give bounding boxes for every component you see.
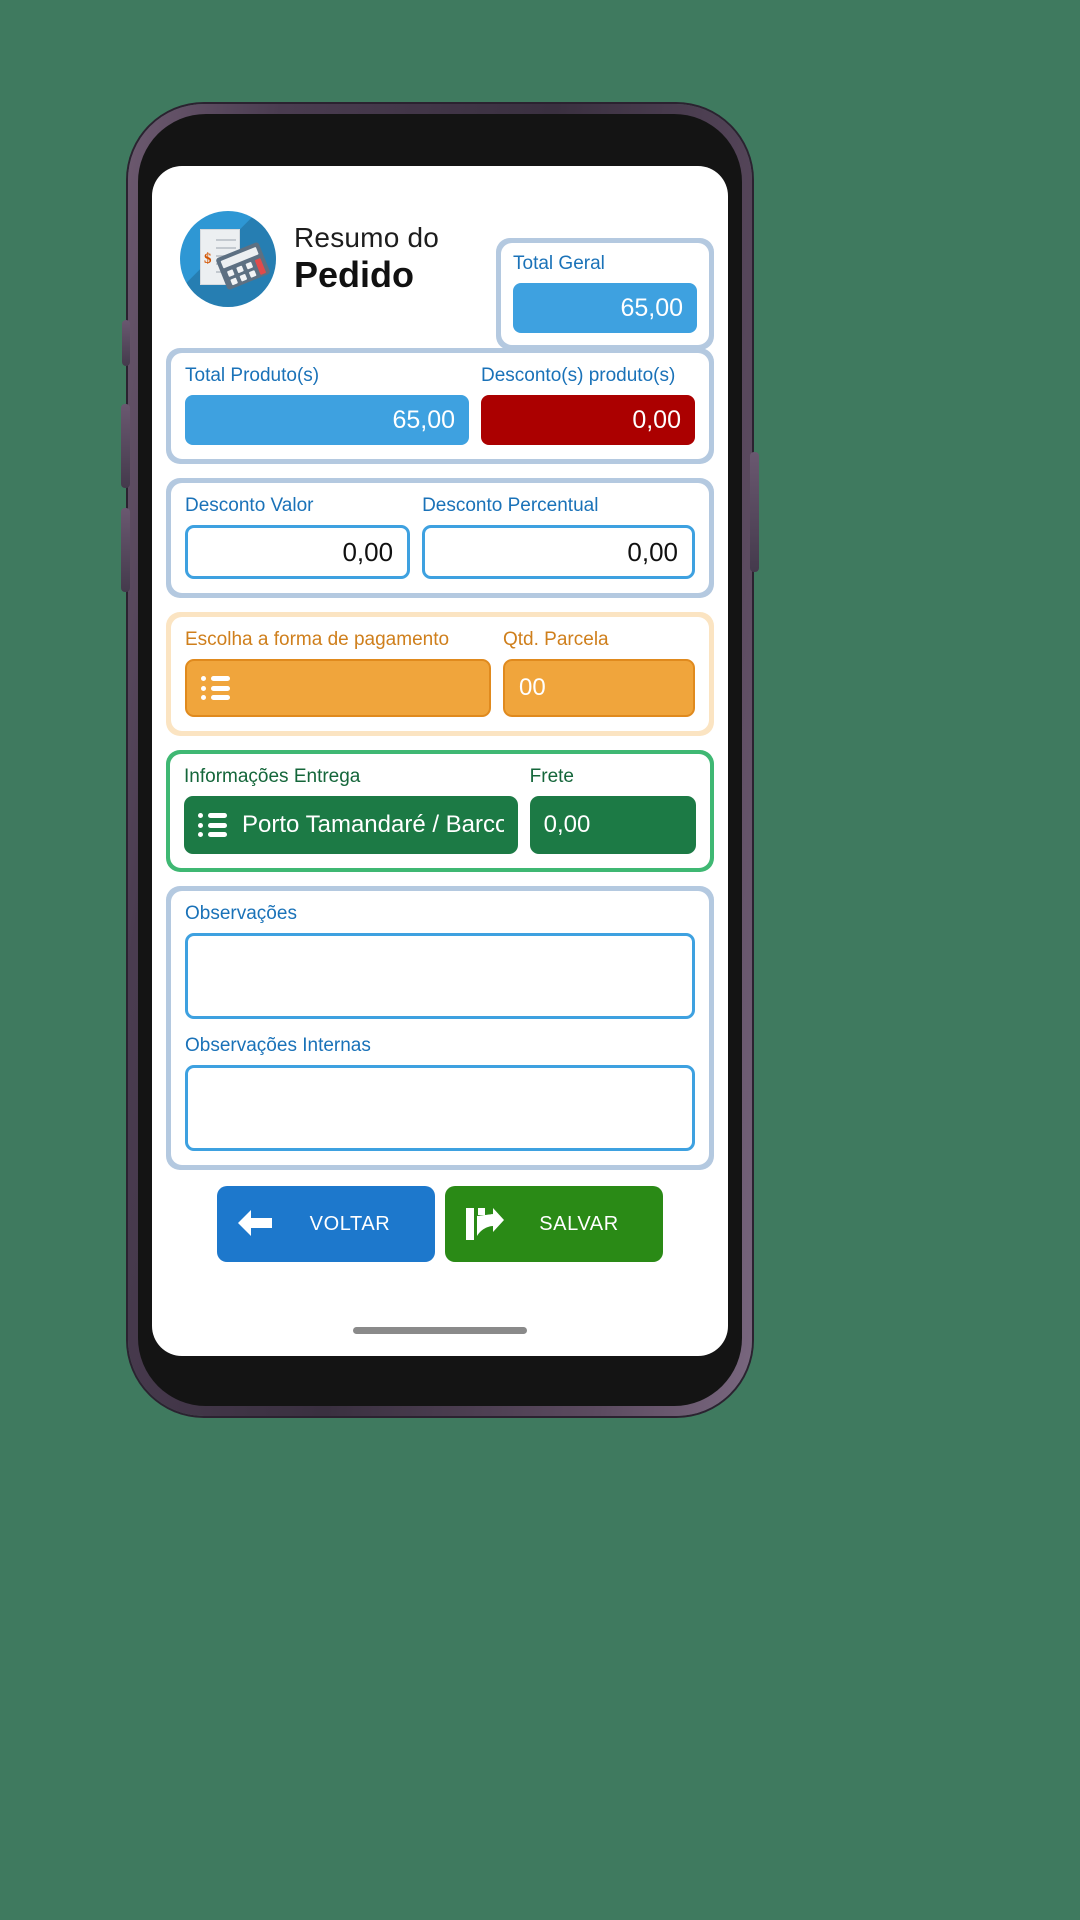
frete-input[interactable]: 0,00: [529, 796, 696, 854]
total-geral-card: Total Geral 65,00: [496, 238, 714, 350]
frete-label: Frete: [529, 766, 574, 787]
pagamento-panel: Escolha a forma de pagamento Qtd. Parcel…: [166, 612, 714, 736]
frete-group: Frete 0,00: [529, 766, 696, 854]
total-geral-label: Total Geral: [513, 253, 605, 274]
total-produtos-group: Total Produto(s) 65,00: [185, 365, 469, 445]
total-geral-value: 65,00: [513, 283, 697, 333]
action-bar: VOLTAR SALVAR: [166, 1186, 714, 1262]
desconto-panel: Desconto Valor 0,00 Desconto Percentual …: [166, 478, 714, 598]
page-title: Resumo do Pedido: [294, 221, 439, 295]
screen-header: $: [166, 184, 714, 334]
qtd-parcela-group: Qtd. Parcela 00: [503, 629, 695, 717]
qtd-parcela-label: Qtd. Parcela: [503, 629, 609, 650]
desconto-valor-group: Desconto Valor 0,00: [185, 495, 411, 579]
salvar-button-label: SALVAR: [539, 1212, 619, 1235]
forma-pagamento-group: Escolha a forma de pagamento: [185, 629, 491, 717]
desconto-percentual-group: Desconto Percentual 0,00: [422, 495, 696, 579]
forma-pagamento-select[interactable]: [185, 659, 491, 717]
silent-switch[interactable]: [122, 320, 130, 366]
descontos-produtos-group: Desconto(s) produto(s) 0,00: [481, 365, 695, 445]
voltar-button[interactable]: VOLTAR: [217, 1186, 435, 1262]
list-icon: [201, 676, 231, 700]
volume-up-button[interactable]: [121, 404, 130, 488]
desconto-valor-label: Desconto Valor: [185, 495, 314, 516]
informacoes-entrega-value: Porto Tamandaré / Barco Mot: [242, 811, 504, 838]
share-export-icon: [466, 1208, 504, 1240]
descontos-produtos-value: 0,00: [481, 395, 695, 445]
desconto-percentual-label: Desconto Percentual: [422, 495, 599, 516]
forma-pagamento-label: Escolha a forma de pagamento: [185, 629, 450, 650]
observacoes-label: Observações: [185, 903, 297, 924]
totals-panel: Total Produto(s) 65,00 Desconto(s) produ…: [166, 348, 714, 464]
total-produtos-label: Total Produto(s): [185, 365, 320, 386]
arrow-left-icon: [238, 1210, 272, 1236]
volume-down-button[interactable]: [121, 508, 130, 592]
informacoes-entrega-group: Informações Entrega Porto Tamandaré / Ba…: [184, 766, 518, 854]
page-title-line1: Resumo do: [294, 221, 439, 253]
home-indicator[interactable]: [353, 1327, 527, 1334]
observacoes-panel: Observações Observações Internas: [166, 886, 714, 1170]
salvar-button[interactable]: SALVAR: [445, 1186, 663, 1262]
observacoes-internas-label: Observações Internas: [185, 1035, 371, 1056]
invoice-calculator-icon: $: [180, 211, 276, 307]
observacoes-internas-textarea[interactable]: [185, 1065, 695, 1151]
total-produtos-value: 65,00: [185, 395, 469, 445]
qtd-parcela-input[interactable]: 00: [503, 659, 695, 717]
desconto-valor-input[interactable]: 0,00: [185, 525, 411, 579]
informacoes-entrega-label: Informações Entrega: [184, 766, 361, 787]
desconto-percentual-input[interactable]: 0,00: [422, 525, 696, 579]
observacoes-textarea[interactable]: [185, 933, 695, 1019]
entrega-panel: Informações Entrega Porto Tamandaré / Ba…: [166, 750, 714, 872]
phone-frame: $: [121, 104, 759, 1416]
list-icon: [198, 813, 228, 837]
phone-screen: $: [152, 166, 728, 1356]
descontos-produtos-label: Desconto(s) produto(s): [481, 365, 676, 386]
informacoes-entrega-select[interactable]: Porto Tamandaré / Barco Mot: [184, 796, 518, 854]
page-title-line2: Pedido: [294, 253, 415, 295]
order-summary-screen: $: [152, 166, 728, 1356]
voltar-button-label: VOLTAR: [309, 1212, 391, 1235]
power-button[interactable]: [750, 452, 759, 572]
